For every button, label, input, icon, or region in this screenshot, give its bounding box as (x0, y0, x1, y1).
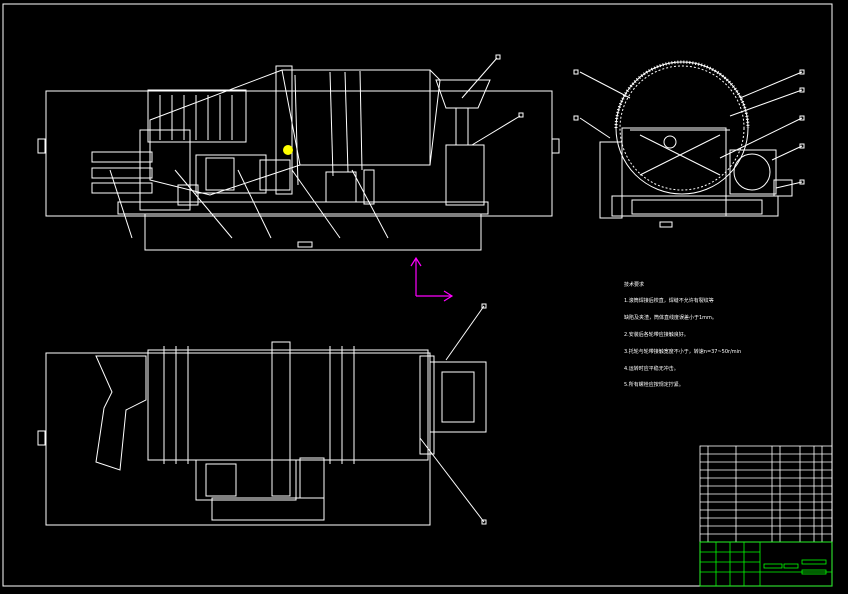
highlighted-point-marker (283, 145, 293, 155)
note-line-2: 缺陷及夹渣，筒体直线度误差小于1mm。 (624, 315, 717, 321)
note-line-6: 5.所有螺栓应按规定拧紧。 (624, 382, 684, 388)
notes-title: 技术要求 (624, 282, 645, 288)
note-line-3: 2.安装后各轮带应接触良好。 (624, 332, 689, 338)
main-elevation-view (37, 54, 560, 251)
note-line-5: 4.运转时应平稳无冲击。 (624, 366, 679, 372)
parts-list-table (699, 445, 833, 587)
plan-view (37, 303, 487, 526)
drawing-frame (2, 3, 833, 587)
side-view (573, 60, 805, 228)
note-line-4: 3.托轮与轮带接触宽度不小于，转速n=37~50r/min (624, 349, 742, 355)
title-block (699, 541, 833, 587)
note-line-1: 1.滚筒焊接后校直，焊缝不允许有裂纹等 (624, 298, 714, 304)
ucs-axis-icon (410, 256, 454, 302)
